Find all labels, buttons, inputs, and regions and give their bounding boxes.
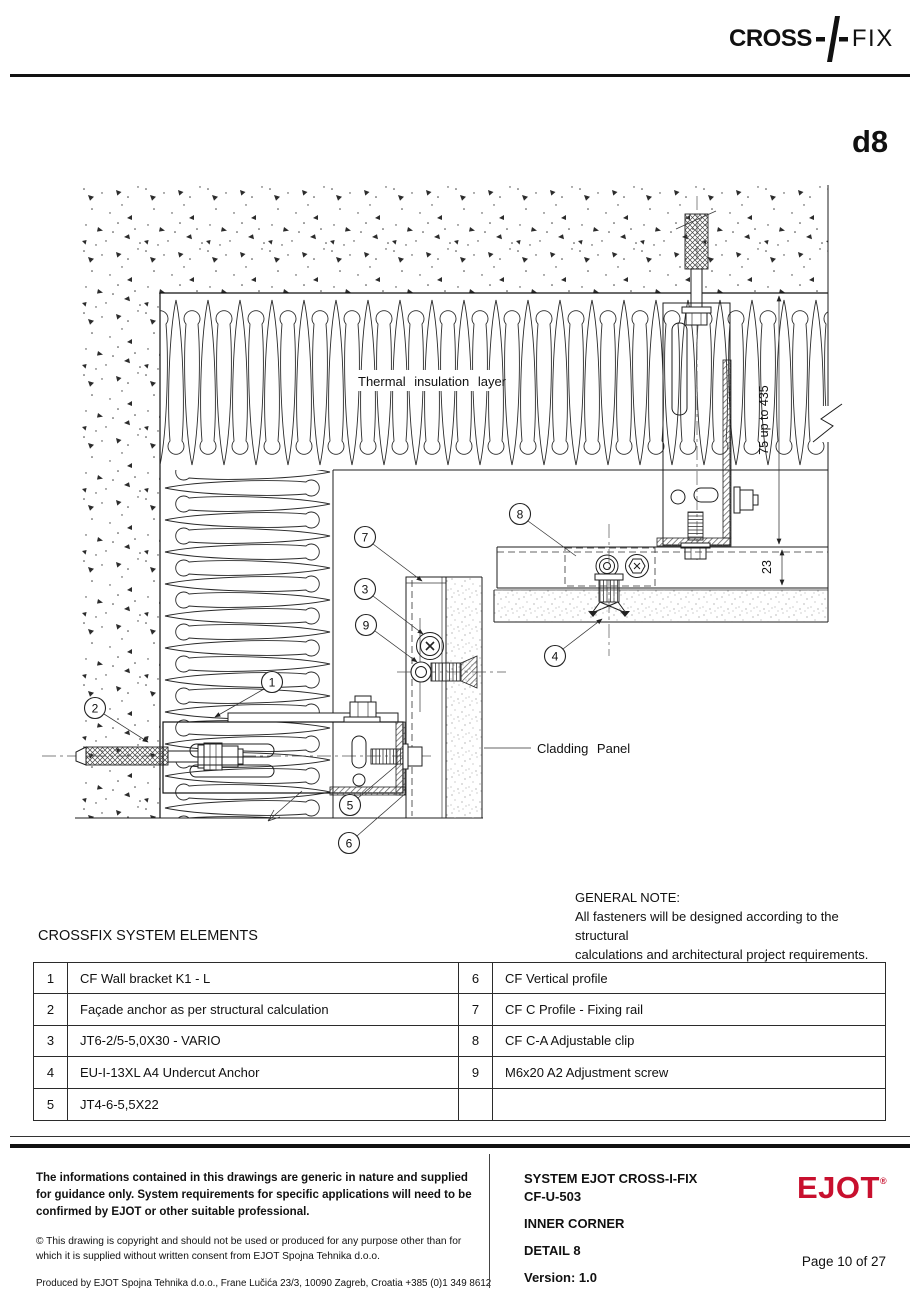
svg-text:6: 6 [346,837,353,851]
table-cell: 3 [34,1025,68,1058]
svg-text:7: 7 [362,531,369,545]
fixing-rail-horizontal [496,546,828,589]
table-cell: Façade anchor as per structural calculat… [68,994,459,1026]
footer-legal-block: The informations contained in this drawi… [36,1170,492,1289]
callout-2: 2 [83,696,107,720]
footer-system-line2: CF-U-503 [524,1189,582,1204]
general-note: GENERAL NOTE: All fasteners will be desi… [575,888,895,964]
footer-copyright: © This drawing is copyright and should n… [36,1236,462,1262]
thermal-insulation-layer: Thermal insulation layer [160,293,828,818]
logo-fix-text: FIX [851,25,894,52]
table-cell: 5 [34,1088,68,1120]
footer-system-line1: SYSTEM EJOT CROSS-I-FIX [524,1171,698,1186]
technical-drawing-inner-corner: Thermal insulation layer [42,185,843,855]
svg-text:1: 1 [269,676,276,690]
vario-screw [416,632,444,660]
adjustment-screw [397,655,506,689]
svg-text:4: 4 [552,650,559,664]
insulation-label: Thermal insulation layer [358,374,507,389]
dimension-insulation-range: 75 up to 435 [757,295,782,545]
elements-heading: CROSSFIX SYSTEM ELEMENTS [38,928,258,944]
callout-3: 3 [353,577,377,601]
svg-text:2: 2 [92,702,99,716]
svg-text:23: 23 [760,560,774,574]
callout-5: 5 [338,793,362,817]
system-elements-table: 1 CF Wall bracket K1 - L 6 CF Vertical p… [33,962,886,1121]
table-cell: CF C-A Adjustable clip [493,1026,885,1058]
svg-text:Cladding Panel: Cladding Panel [537,741,630,756]
general-note-line2: calculations and architectural project r… [575,947,869,962]
table-cell: 7 [459,994,493,1026]
page-number: Page 10 of 27 [801,1254,886,1269]
adjustable-clip-assembly-top [656,196,759,562]
table-cell: 9 [459,1057,493,1089]
table-cell: 4 [34,1057,68,1089]
cladding-panel-label: Cladding Panel [484,737,630,757]
svg-text:3: 3 [362,583,369,597]
footer-version: Version: 1.0 [524,1270,597,1285]
table-cell: CF Vertical profile [493,963,885,995]
callout-9: 9 [354,613,378,637]
callout-7: 7 [353,525,377,549]
wall-bracket-assembly [42,695,432,796]
cladding-panel-vertical [406,576,483,818]
table-cell: CF Wall bracket K1 - L [68,963,459,995]
callout-1: 1 [260,670,284,694]
table-cell: CF C Profile - Fixing rail [493,994,885,1026]
table-cell: EU-I-13XL A4 Undercut Anchor [68,1057,459,1089]
callout-4: 4 [543,644,567,668]
logo-cross-text: CROSS [729,25,812,52]
ejot-logo: EJOT® [797,1166,887,1203]
ejot-logo-text: EJOT [797,1170,880,1205]
general-note-line1: All fasteners will be designed according… [575,909,839,943]
section-right-edge [812,185,843,622]
table-cell [493,1089,885,1120]
svg-text:8: 8 [517,508,524,522]
crossfix-logo: CROSS FIX [729,13,894,65]
footer-rule-thin [10,1136,910,1137]
table-cell: 2 [34,994,68,1026]
table-cell [459,1088,493,1120]
footer-produced-by: Produced by EJOT Spojna Tehnika d.o.o., … [36,1278,492,1289]
svg-text:75 up to 435: 75 up to 435 [757,385,771,455]
cross-i-fix-symbol-icon [815,16,848,62]
registered-mark: ® [879,1176,888,1186]
detail-code: d8 [852,124,889,159]
footer-detail: DETAIL 8 [524,1243,581,1258]
table-cell: M6x20 A2 Adjustment screw [493,1057,885,1089]
dimension-rail-depth: 23 [760,549,785,586]
table-cell: 6 [459,963,493,995]
callout-leaders [103,520,603,837]
cladding-panel-horizontal [493,589,828,623]
header-rule [10,74,910,77]
general-note-title: GENERAL NOTE: [575,890,680,905]
footer-title-block: SYSTEM EJOT CROSS-I-FIX CF-U-503 INNER C… [524,1170,697,1287]
footer-project: INNER CORNER [524,1216,625,1231]
callout-6: 6 [337,831,361,855]
footer-divider [489,1154,490,1288]
svg-text:5: 5 [347,799,354,813]
vertical-profile [405,576,447,819]
table-cell: 8 [459,1025,493,1058]
footer-rule-thick [10,1144,910,1148]
svg-text:9: 9 [363,619,370,633]
table-cell: 1 [34,963,68,995]
footer-disclaimer: The informations contained in this drawi… [36,1172,472,1218]
table-cell: JT6-2/5-5,0X30 - VARIO [68,1025,459,1058]
callout-8: 8 [508,502,532,526]
table-cell: JT4-6-5,5X22 [68,1088,459,1120]
